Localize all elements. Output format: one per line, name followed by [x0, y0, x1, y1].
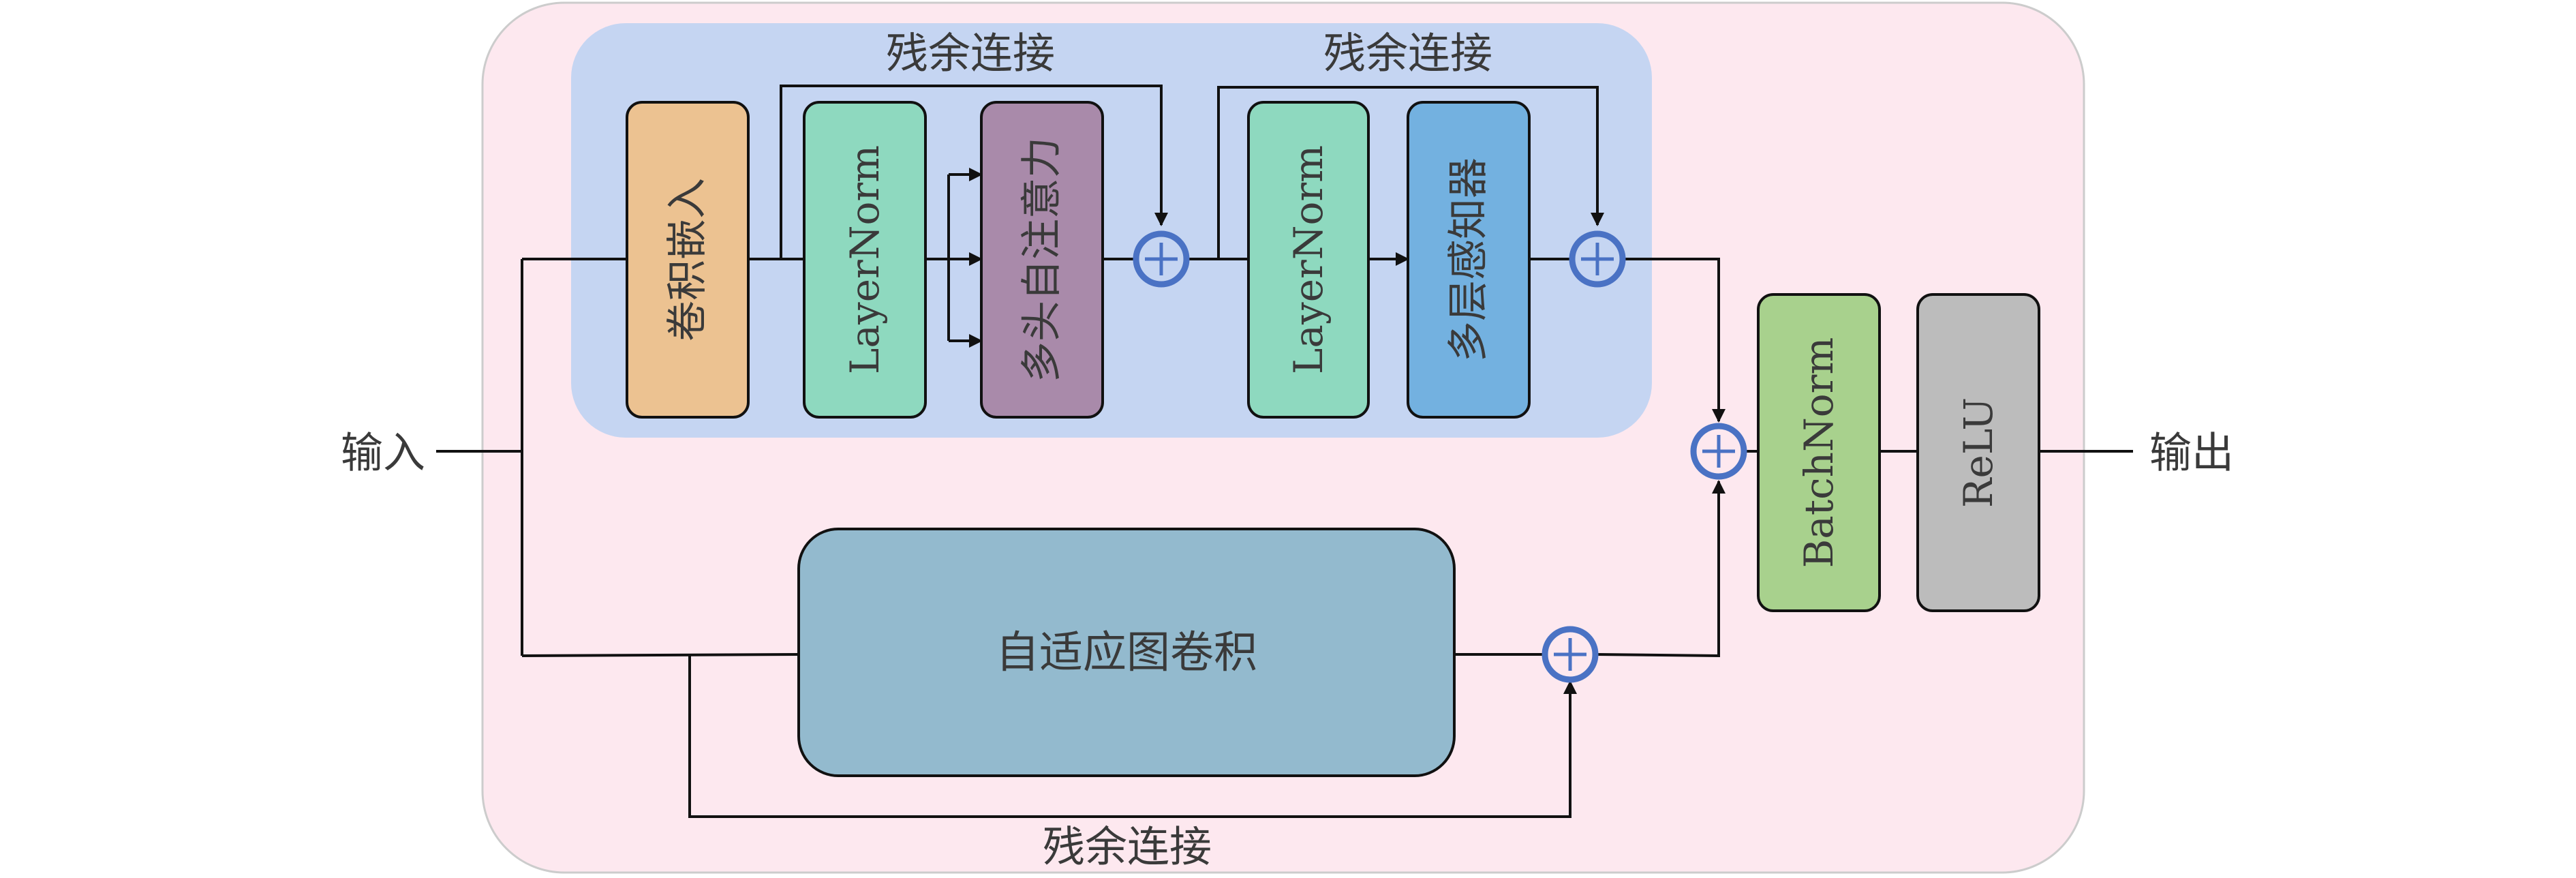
block-mhsa: 多头自注意力 — [980, 101, 1104, 419]
residual-top-1-label: 残余连接 — [886, 29, 1055, 78]
block-mhsa-label: 多头自注意力 — [1018, 137, 1066, 382]
residual-top-2-label: 残余连接 — [1323, 29, 1492, 78]
block-batchnorm-label: BatchNorm — [1796, 337, 1842, 569]
adder-final-circle-plus-icon — [1690, 423, 1747, 480]
block-conv-embed: 卷积嵌入 — [626, 101, 750, 419]
adder-3-circle-plus-icon — [1542, 626, 1599, 683]
adder-1-circle-plus-icon — [1133, 230, 1190, 288]
block-mlp: 多层感知器 — [1407, 101, 1531, 419]
connection-wires — [436, 85, 2133, 818]
block-adaptive-gcn: 自适应图卷积 — [797, 528, 1456, 777]
residual-bottom-label: 残余连接 — [1043, 822, 1212, 872]
block-mlp-label: 多层感知器 — [1445, 157, 1492, 362]
block-layernorm-2-label: LayerNorm — [1285, 145, 1332, 374]
block-layernorm-1-label: LayerNorm — [842, 145, 888, 374]
input-label: 输入 — [341, 428, 425, 478]
block-layernorm-2: LayerNorm — [1247, 101, 1370, 419]
adder-2-circle-plus-icon — [1569, 230, 1626, 288]
block-relu-label: ReLU — [1955, 397, 2002, 508]
output-label: 输出 — [2149, 428, 2234, 478]
block-batchnorm: BatchNorm — [1757, 293, 1881, 612]
block-conv-embed-label: 卷积嵌入 — [664, 178, 711, 342]
block-adaptive-gcn-label: 自适应图卷积 — [996, 628, 1257, 678]
block-layernorm-1: LayerNorm — [803, 101, 927, 419]
block-relu: ReLU — [1916, 293, 2040, 612]
